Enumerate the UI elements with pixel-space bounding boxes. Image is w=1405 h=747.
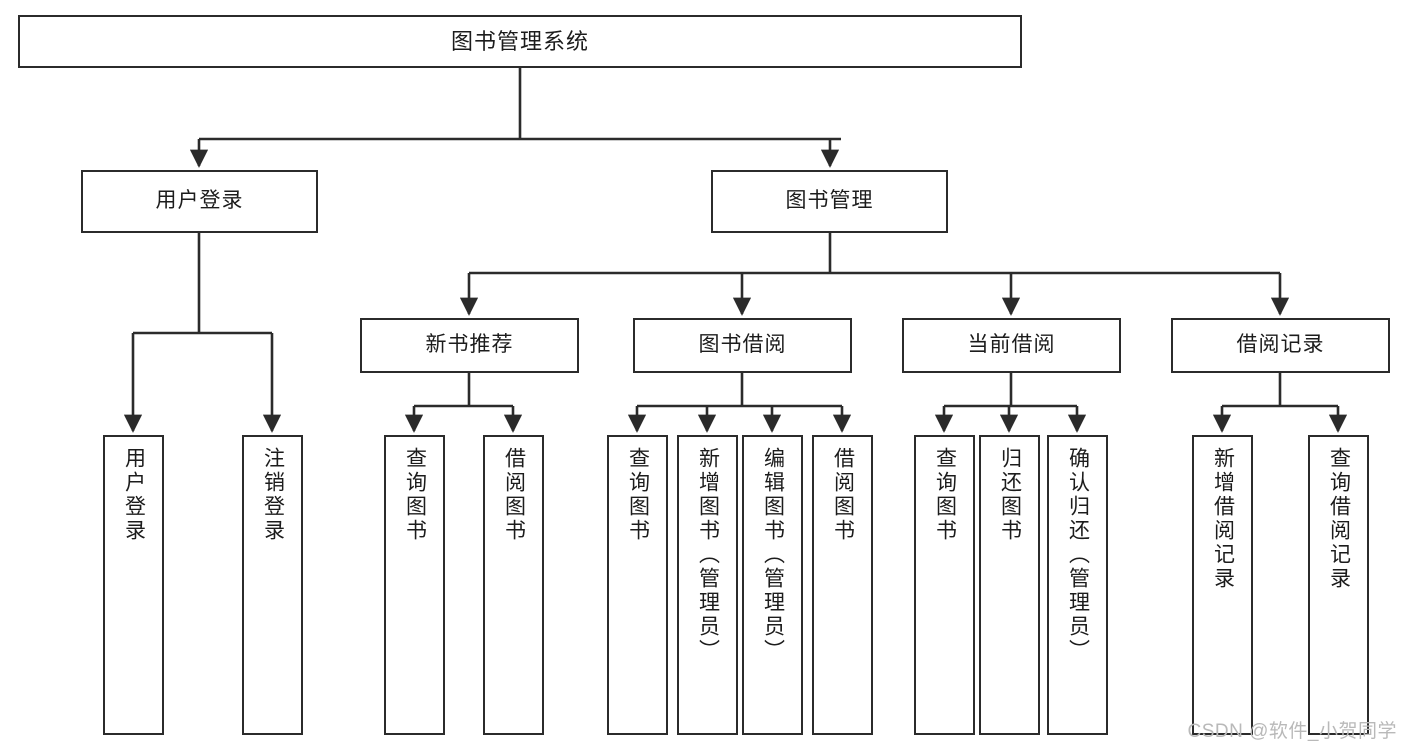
node-leaf-query-book-3[interactable]: 查询图书 <box>914 435 975 735</box>
leaf-label: 编辑图书（管理员） <box>761 447 785 663</box>
leaf-label: 新增借阅记录 <box>1211 447 1235 591</box>
node-leaf-confirm-return[interactable]: 确认归还（管理员） <box>1047 435 1108 735</box>
node-leaf-return-book[interactable]: 归还图书 <box>979 435 1040 735</box>
node-leaf-borrow-book-2[interactable]: 借阅图书 <box>812 435 873 735</box>
node-book-management[interactable]: 图书管理 <box>711 170 948 233</box>
leaf-label: 用户登录 <box>122 447 146 543</box>
leaf-label: 借阅图书 <box>831 447 855 543</box>
node-leaf-logout[interactable]: 注销登录 <box>242 435 303 735</box>
node-leaf-query-book-2[interactable]: 查询图书 <box>607 435 668 735</box>
node-leaf-query-record[interactable]: 查询借阅记录 <box>1308 435 1369 735</box>
node-leaf-query-book-1[interactable]: 查询图书 <box>384 435 445 735</box>
node-leaf-user-login[interactable]: 用户登录 <box>103 435 164 735</box>
node-leaf-add-record[interactable]: 新增借阅记录 <box>1192 435 1253 735</box>
leaf-label: 查询图书 <box>403 447 427 543</box>
leaf-label: 注销登录 <box>261 447 285 543</box>
leaf-label: 查询图书 <box>626 447 650 543</box>
leaf-label: 归还图书 <box>998 447 1022 543</box>
leaf-label: 借阅图书 <box>502 447 526 543</box>
node-leaf-borrow-book-1[interactable]: 借阅图书 <box>483 435 544 735</box>
leaf-label: 确认归还（管理员） <box>1066 447 1090 663</box>
csdn-watermark: CSDN @软件_小贺同学 <box>1187 721 1397 742</box>
node-root-system[interactable]: 图书管理系统 <box>18 15 1022 68</box>
node-borrow-record[interactable]: 借阅记录 <box>1171 318 1390 373</box>
node-user-login[interactable]: 用户登录 <box>81 170 318 233</box>
node-new-book-recommend[interactable]: 新书推荐 <box>360 318 579 373</box>
node-leaf-add-book[interactable]: 新增图书（管理员） <box>677 435 738 735</box>
node-leaf-edit-book[interactable]: 编辑图书（管理员） <box>742 435 803 735</box>
leaf-label: 新增图书（管理员） <box>696 447 720 663</box>
node-book-borrow[interactable]: 图书借阅 <box>633 318 852 373</box>
leaf-label: 查询图书 <box>933 447 957 543</box>
node-current-borrow[interactable]: 当前借阅 <box>902 318 1121 373</box>
leaf-label: 查询借阅记录 <box>1327 447 1351 591</box>
